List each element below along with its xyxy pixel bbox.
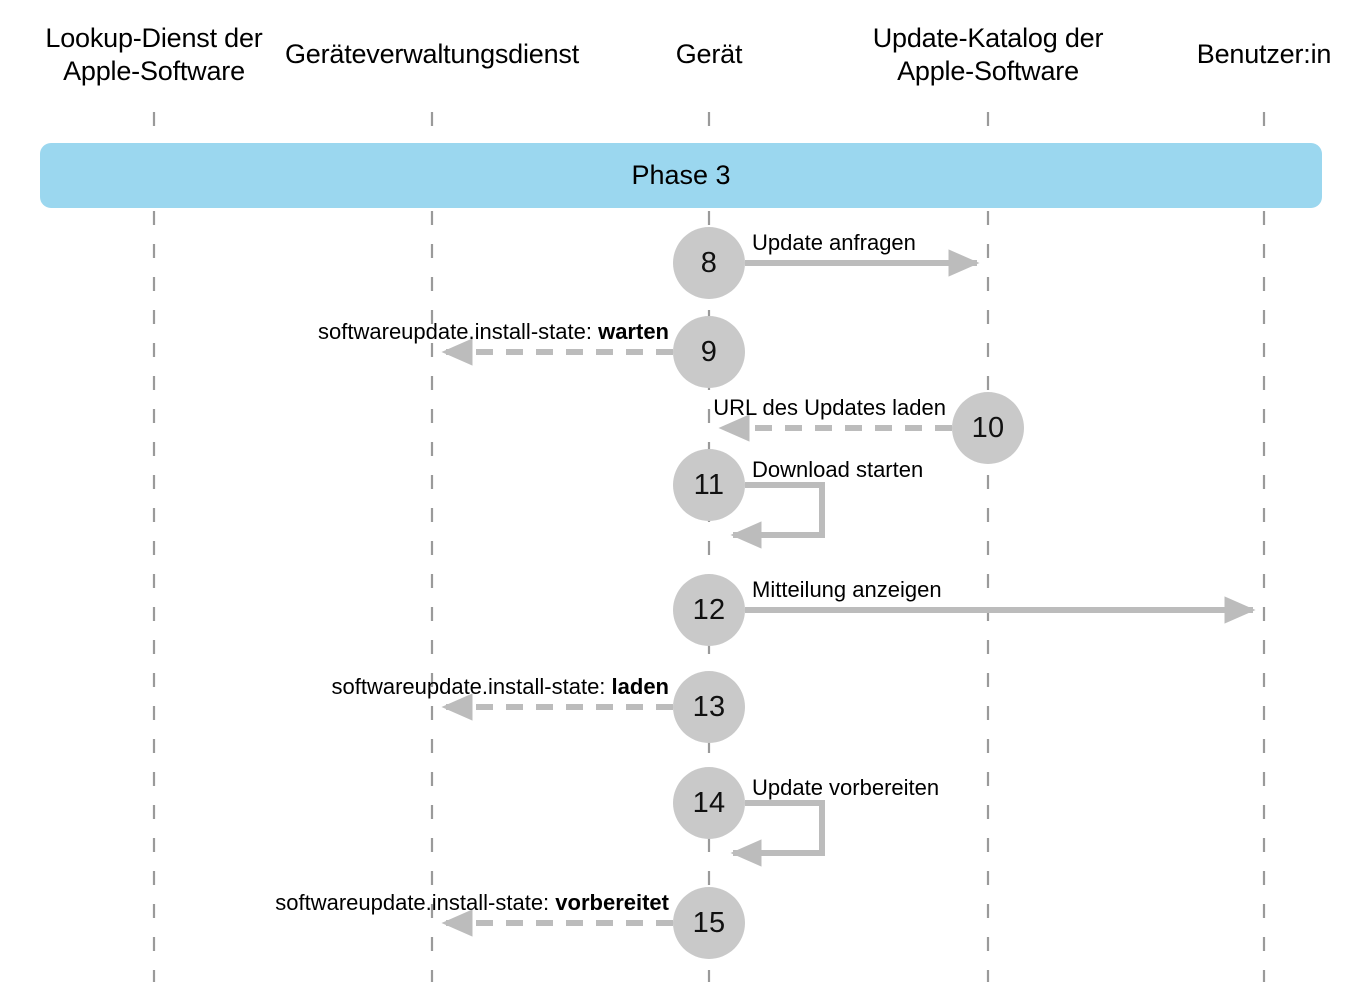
message-text: Download starten [752, 457, 924, 482]
step-circle-14: 14 [673, 767, 745, 839]
message-label-12: Mitteilung anzeigen [752, 577, 942, 603]
step-number: 8 [700, 246, 718, 279]
message-text: Update vorbereiten [752, 775, 940, 800]
phase-banner-label: Phase 3 [631, 160, 731, 190]
participant-label-mdm: Geräteverwaltungsdienst [284, 39, 580, 69]
message-text: softwareupdate.install-state: [275, 890, 556, 915]
message-label-15: softwareupdate.install-state: vorbereite… [239, 890, 669, 916]
message-emphasis: vorbereitet [555, 890, 669, 915]
step-circle-8: 8 [673, 227, 745, 299]
step-number: 14 [692, 786, 726, 819]
message-label-11: Download starten [752, 457, 923, 483]
step-circle-12: 12 [673, 574, 745, 646]
step-number: 10 [971, 411, 1005, 444]
self-loop-step-11 [730, 482, 825, 549]
message-text: Update anfragen [752, 230, 916, 255]
step-circle-11: 11 [673, 449, 745, 521]
participant-label-user: Benutzer:in [1196, 39, 1332, 69]
message-emphasis: laden [611, 674, 669, 699]
message-label-14: Update vorbereiten [752, 775, 939, 801]
step-circle-15: 15 [673, 887, 745, 959]
participant-label-catalog: Update-Katalog der Apple-Software [872, 23, 1104, 86]
participant-label-lookup: Lookup-Dienst der Apple-Software [45, 23, 263, 86]
message-text: Mitteilung anzeigen [752, 577, 942, 602]
step-circle-9: 9 [673, 316, 745, 388]
step-number: 9 [700, 335, 718, 368]
step-number: 15 [692, 906, 726, 939]
step-circle-10: 10 [952, 392, 1024, 464]
message-text: softwareupdate.install-state: [331, 674, 612, 699]
self-loop-step-14 [730, 800, 825, 867]
message-emphasis: warten [598, 319, 669, 344]
message-label-10: URL des Updates laden [646, 395, 946, 421]
step-circle-13: 13 [673, 671, 745, 743]
message-text: URL des Updates laden [713, 395, 946, 420]
step-number: 13 [692, 690, 726, 723]
phase-banner: Phase 3 [40, 143, 1322, 208]
message-label-8: Update anfragen [752, 230, 916, 256]
message-text: softwareupdate.install-state: [318, 319, 599, 344]
message-label-13: softwareupdate.install-state: laden [289, 674, 669, 700]
participant-label-device: Gerät [675, 39, 743, 69]
step-number: 12 [692, 593, 726, 626]
step-number: 11 [693, 468, 725, 501]
message-label-9: softwareupdate.install-state: warten [269, 319, 669, 345]
